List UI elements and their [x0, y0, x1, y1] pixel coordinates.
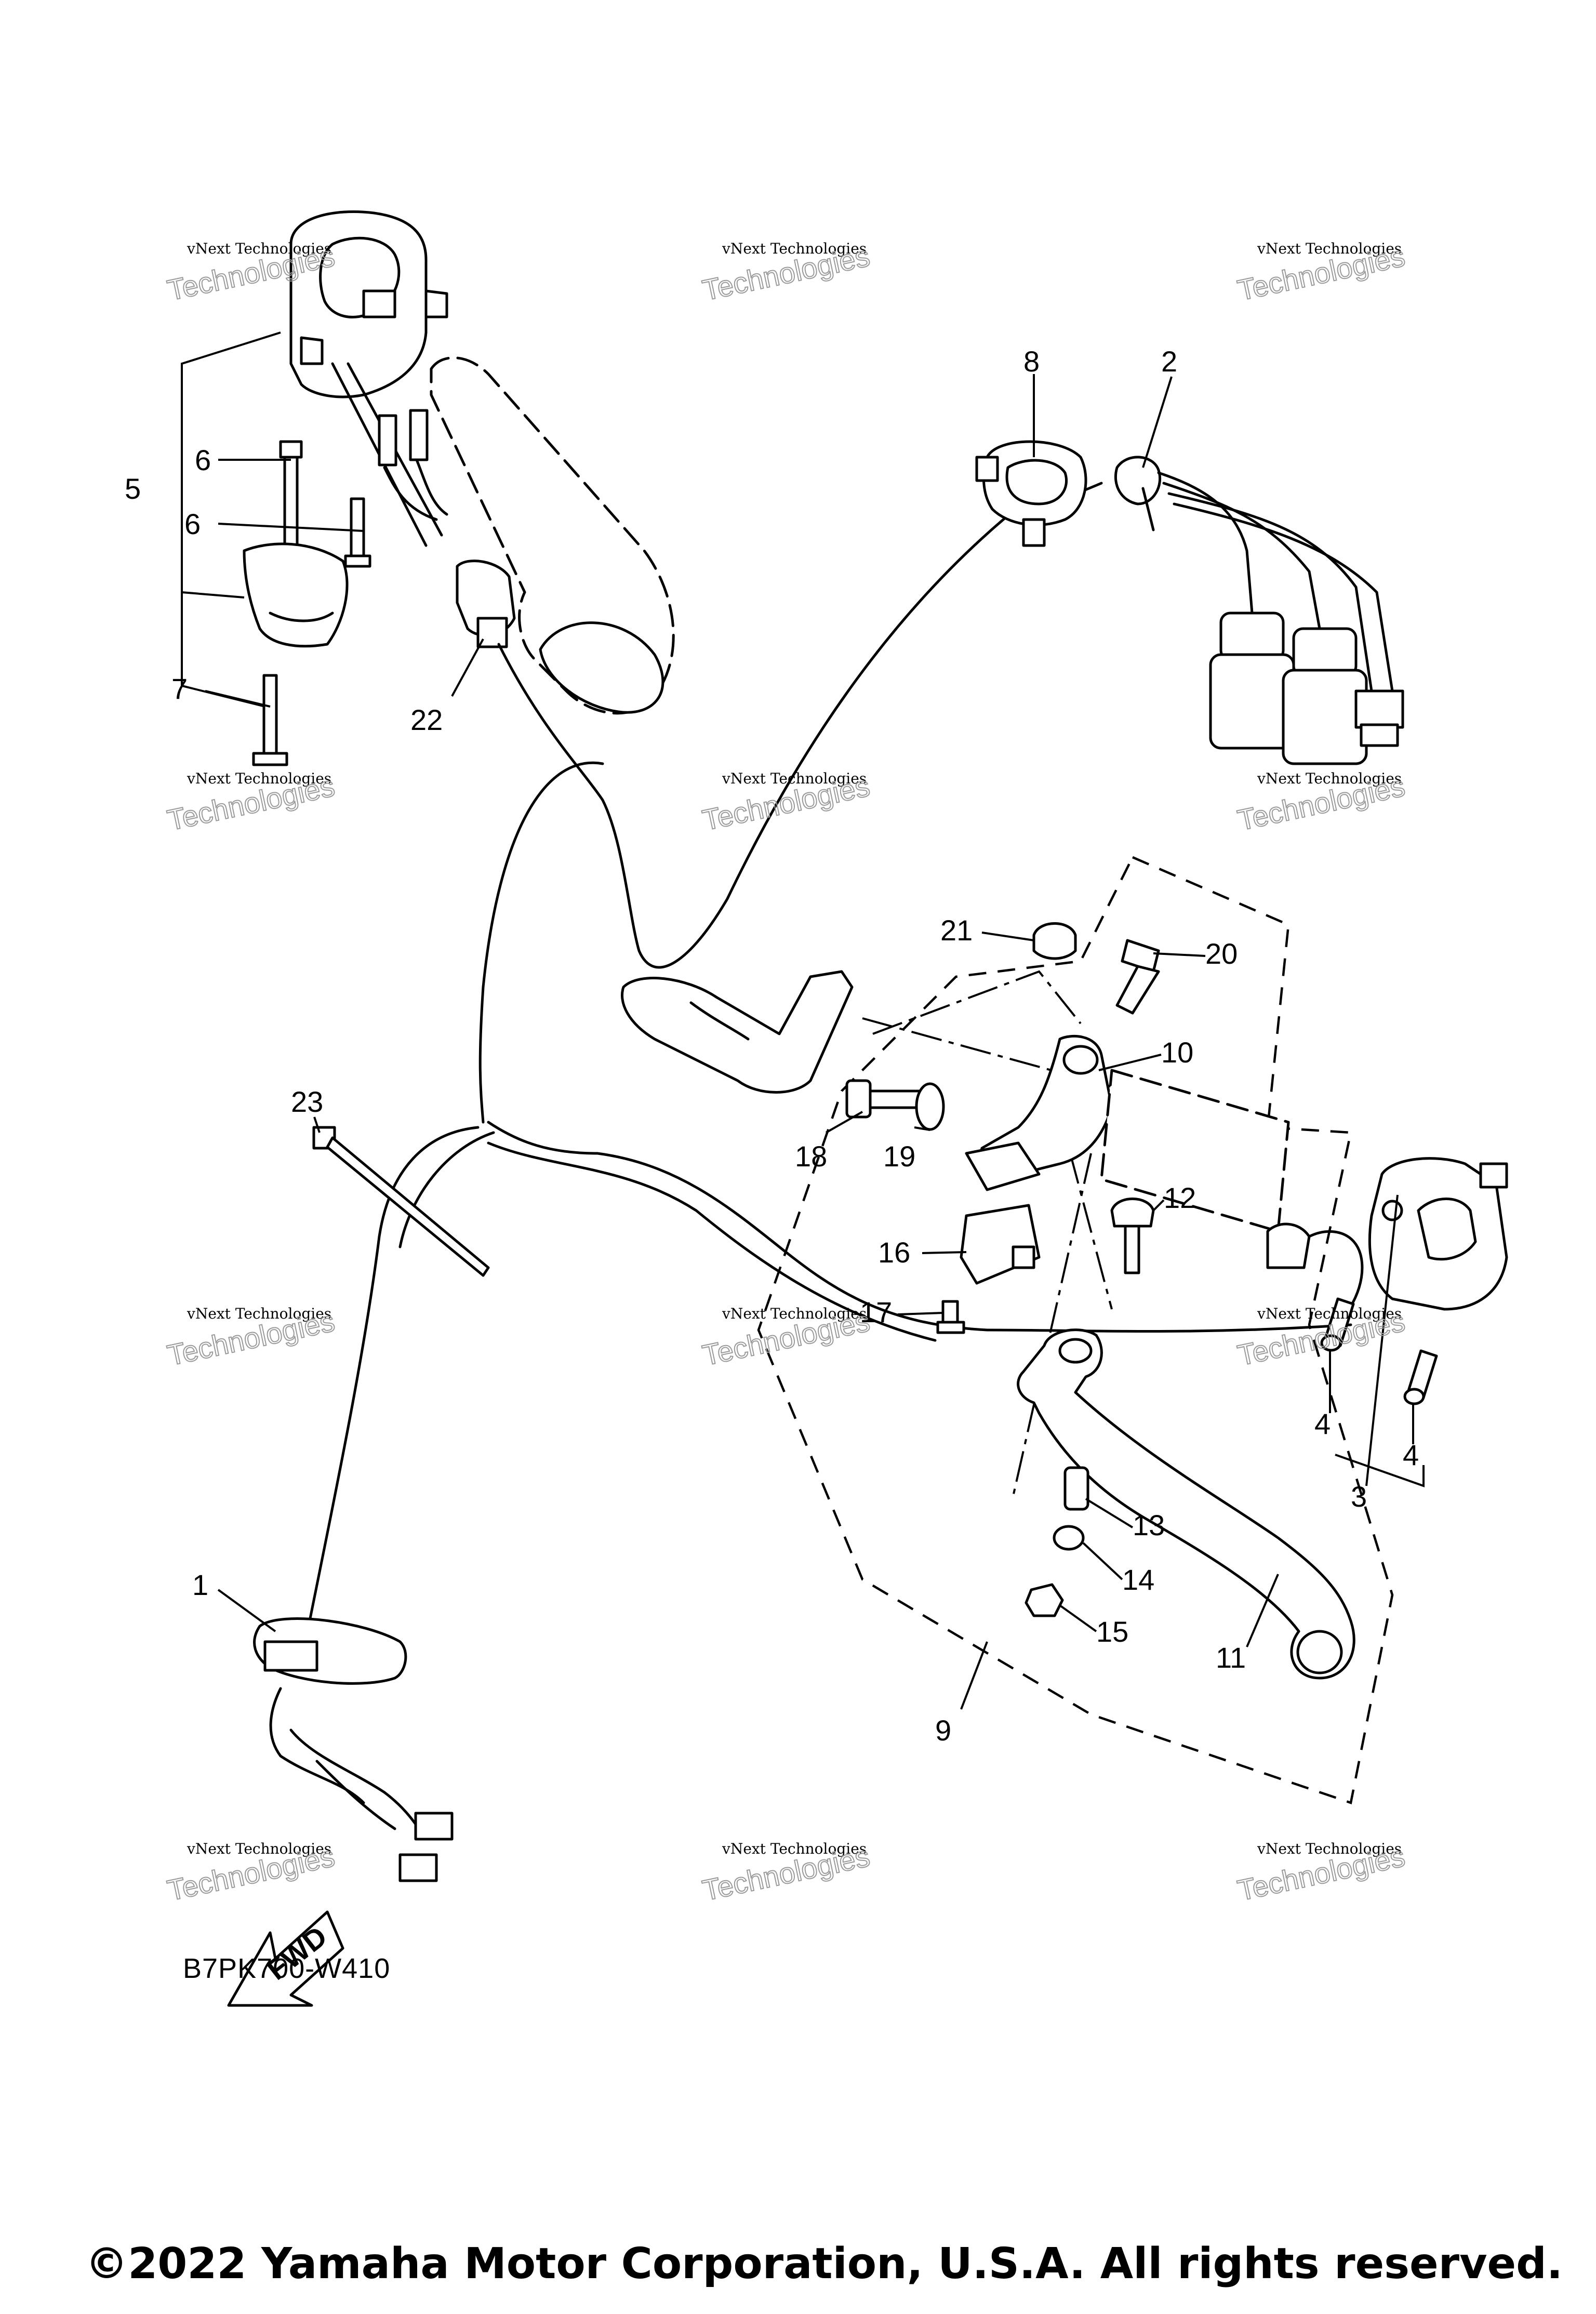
left-switch-connectors: [378, 409, 448, 521]
callout-21: 21: [940, 914, 973, 947]
callout-18: 18: [795, 1140, 827, 1173]
callout-5: 5: [125, 472, 141, 505]
svg-text:vNext Technologies: vNext Technologies: [722, 240, 867, 257]
lever-holder-10: [965, 1035, 1113, 1191]
callout-22: 22: [410, 703, 443, 736]
callout-9: 9: [935, 1714, 951, 1747]
screw-17: [936, 1300, 965, 1334]
leader-lines: [181, 331, 1425, 1710]
svg-text:vNext Technologies: vNext Technologies: [187, 1840, 331, 1857]
svg-text:vNext Technologies: vNext Technologies: [187, 770, 331, 787]
connector-plug-small: [1354, 689, 1404, 747]
callout-16: 16: [878, 1236, 910, 1269]
svg-text:vNext Technologies: vNext Technologies: [187, 1305, 331, 1322]
throttle-grip: [430, 356, 675, 715]
callout-17: 17: [860, 1296, 892, 1328]
connector-boot-right: [1282, 627, 1368, 765]
bolt-20: [1115, 939, 1160, 1015]
right-handlebar-switch-3: [1368, 1157, 1508, 1311]
callout-numbers: 1 2 3 4 4 5 6 6 7 8 9 10 11 12 13 14 15 …: [125, 345, 1419, 1747]
collar-13: [1063, 1466, 1089, 1511]
left-switch-lower-cover: [243, 542, 349, 648]
callout-4-right: 4: [1403, 1439, 1419, 1471]
svg-text:vNext Technologies: vNext Technologies: [722, 1305, 867, 1322]
svg-text:vNext Technologies: vNext Technologies: [722, 770, 867, 787]
grommet-2: [1114, 456, 1162, 531]
callout-11: 11: [1216, 1641, 1246, 1674]
connector-boot-left: [1209, 611, 1295, 750]
callout-10: 10: [1161, 1036, 1193, 1069]
washer-14: [1053, 1525, 1085, 1551]
front-brake-wire: [305, 1126, 495, 1638]
callout-2: 2: [1161, 345, 1177, 378]
screw-6-upper: [279, 440, 303, 552]
screw-4-left: [1320, 1297, 1355, 1352]
handlebar: [621, 970, 854, 1094]
screw-6-lower: [344, 497, 371, 568]
cable-tie-23: [312, 1126, 490, 1277]
callout-20: 20: [1205, 937, 1238, 970]
screw-4-right: [1403, 1349, 1438, 1405]
screw-7: [252, 674, 288, 766]
nut-15: [1025, 1583, 1064, 1617]
lower-wire-connectors: [269, 1687, 454, 1882]
callout-6-lower: 6: [184, 508, 201, 540]
svg-text:vNext Technologies: vNext Technologies: [1257, 240, 1402, 257]
callout-14: 14: [1122, 1563, 1154, 1596]
callout-7: 7: [171, 672, 188, 705]
clamp-8: [975, 440, 1087, 547]
svg-text:vNext Technologies: vNext Technologies: [187, 240, 331, 257]
bolt-12: [1110, 1198, 1155, 1274]
cap-21: [1032, 922, 1077, 960]
cable-guide-22: [456, 560, 516, 648]
callout-8: 8: [1023, 345, 1040, 378]
callout-12: 12: [1164, 1181, 1196, 1214]
svg-text:vNext Technologies: vNext Technologies: [1257, 1840, 1402, 1857]
band-1: [253, 1617, 407, 1685]
wire-bundle-top-right: [1157, 471, 1394, 693]
callout-4-left: 4: [1314, 1407, 1331, 1440]
callout-23: 23: [291, 1085, 323, 1118]
callout-13: 13: [1133, 1509, 1165, 1541]
callout-6-upper: 6: [195, 444, 211, 476]
callout-1: 1: [192, 1568, 208, 1601]
callout-19: 19: [883, 1140, 915, 1173]
svg-text:vNext Technologies: vNext Technologies: [1257, 1305, 1402, 1322]
figure-code: B7PK700-W410: [183, 1953, 391, 1984]
handlebar-tube: [1100, 1069, 1290, 1233]
svg-text:vNext Technologies: vNext Technologies: [722, 1840, 867, 1857]
callout-15: 15: [1096, 1615, 1128, 1648]
copyright-notice: ©2022 Yamaha Motor Corporation, U.S.A. A…: [85, 2239, 1563, 2289]
locknut-19: [915, 1082, 945, 1131]
main-wire-harness: [478, 482, 1352, 1342]
callout-3: 3: [1351, 1480, 1367, 1513]
svg-text:vNext Technologies: vNext Technologies: [1257, 770, 1402, 787]
left-switch-housing: [289, 210, 448, 547]
switch-16: [960, 1204, 1041, 1285]
